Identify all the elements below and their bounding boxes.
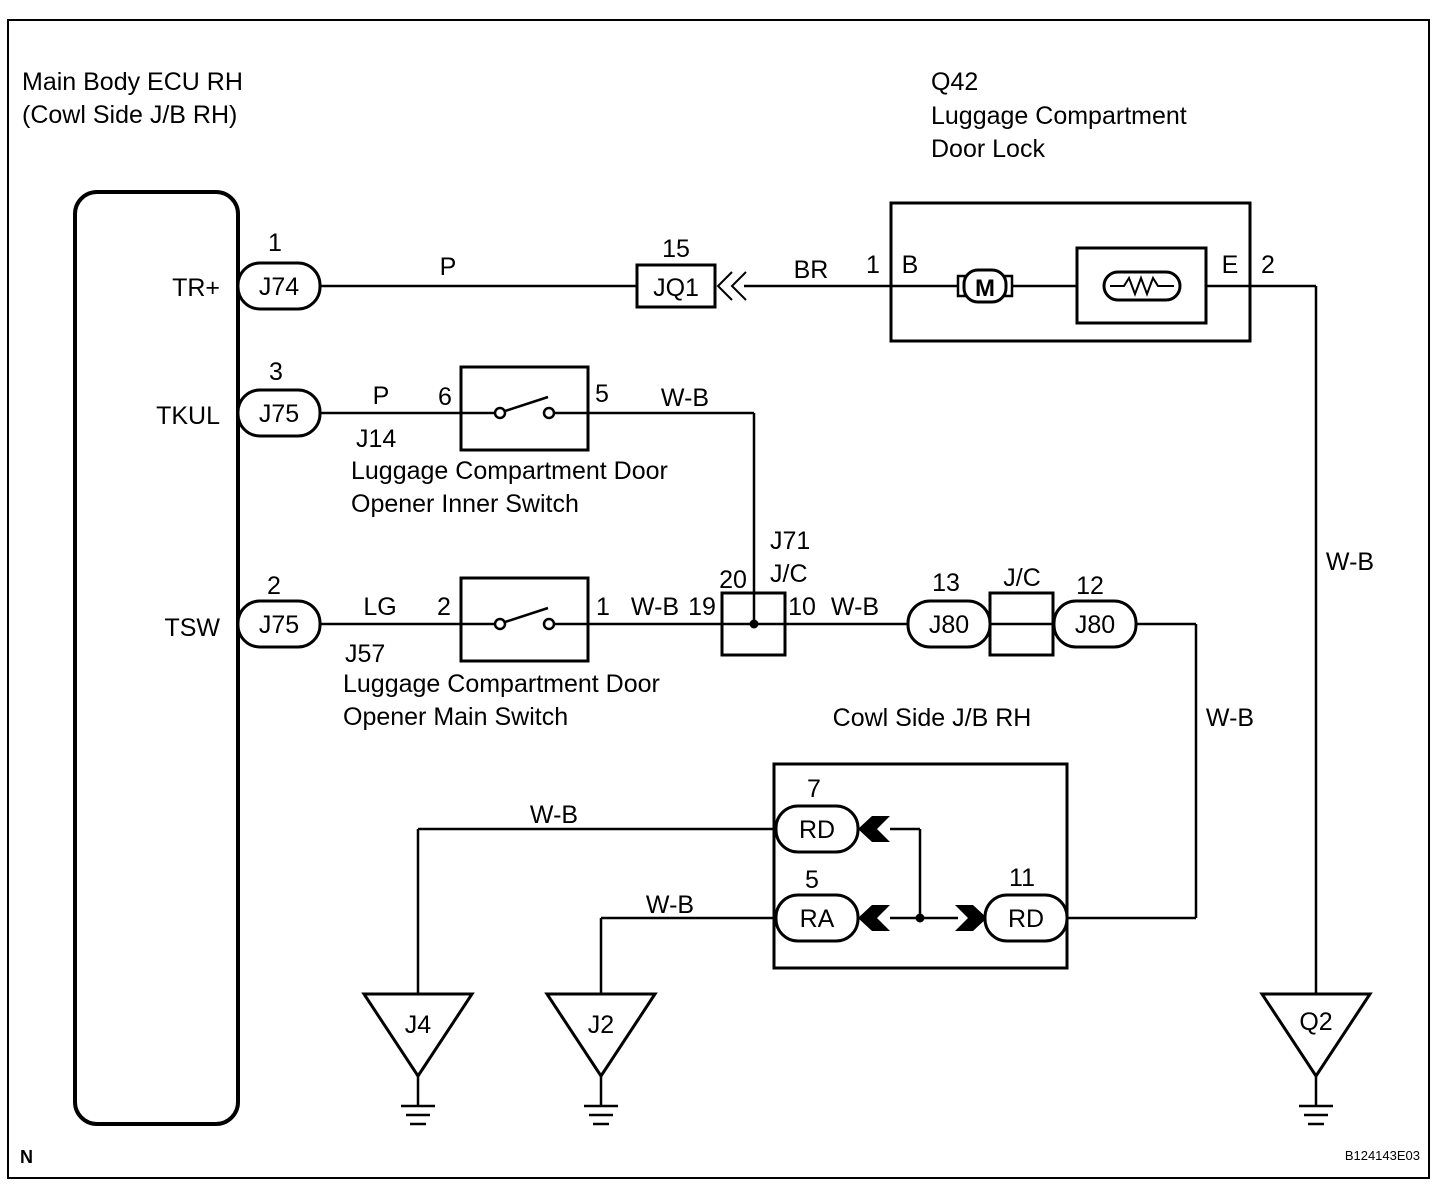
wire-label-wb-main: W-B: [631, 593, 679, 621]
cowl-jb-label: Cowl Side J/B RH: [833, 704, 1032, 732]
main-switch-name-line2: Opener Main Switch: [343, 703, 568, 731]
ground-q2-label: Q2: [1299, 1008, 1332, 1036]
junction-connector-j71: J71 J/C 20 19 10: [688, 527, 816, 657]
figure-code: B124143E03: [1345, 1148, 1420, 1163]
main-switch-name-line1: Luggage Compartment Door: [343, 670, 660, 698]
ecu-body: [73, 190, 240, 1126]
inner-switch-name-line1: Luggage Compartment Door: [351, 457, 668, 485]
ground-j2: J2: [544, 992, 658, 1126]
connector-j75-tkul: J75 3: [236, 358, 322, 438]
jc-j80-label: J/C: [1003, 564, 1041, 592]
connector-j75-tkul-id: J75: [259, 400, 299, 428]
main-switch-pin-left: 2: [437, 593, 451, 621]
ground-j4-label: J4: [405, 1011, 432, 1039]
connector-j80a-id: J80: [929, 611, 969, 639]
inner-switch-pin-right: 5: [595, 380, 609, 408]
inner-switch-pin-left: 6: [438, 383, 452, 411]
jc-j71-label: J/C: [770, 560, 808, 588]
connector-j74-pin: 1: [268, 229, 282, 257]
connector-j74: J74 1: [236, 229, 322, 311]
door-lock-name-line1: Luggage Compartment: [931, 102, 1187, 130]
connector-j74-id: J74: [259, 273, 299, 301]
ground-icon: [1299, 1104, 1333, 1126]
ground-icon: [401, 1104, 435, 1126]
inner-switch-j14: P 6 5 W-B J14 Luggage Compartment Door O…: [351, 365, 709, 518]
inner-switch-code: J14: [356, 425, 396, 453]
door-lock-pin-b-num: 1: [866, 251, 880, 279]
wire-label-wb-j2: W-B: [646, 891, 694, 919]
door-lock-pin-e: E: [1222, 251, 1239, 279]
ecu-title-line1: Main Body ECU RH: [22, 68, 243, 96]
connector-j75-tsw: J75 2: [236, 572, 322, 649]
wire-label-wb-inner: W-B: [661, 384, 709, 412]
ecu-title-line2: (Cowl Side J/B RH): [22, 101, 237, 129]
connector-j75-tsw-id: J75: [259, 611, 299, 639]
connector-rd7-pin: 7: [807, 775, 821, 803]
main-switch-code: J57: [345, 640, 385, 668]
diagram-frame: [7, 19, 1430, 1179]
terminal-tsw: TSW: [164, 614, 220, 642]
motor-label: M: [975, 275, 995, 302]
connector-ra5-id: RA: [800, 905, 835, 933]
connector-jq1-id: JQ1: [653, 274, 699, 302]
inner-switch-name-line2: Opener Inner Switch: [351, 490, 579, 518]
door-lock-pin-e-num: 2: [1261, 251, 1275, 279]
wire-label-lg: LG: [363, 593, 396, 621]
wire-label-wb-j4: W-B: [530, 801, 578, 829]
connector-rd7-id: RD: [799, 816, 835, 844]
main-switch-pin-right: 1: [596, 593, 610, 621]
connector-j80b-id: J80: [1075, 611, 1115, 639]
main-body-ecu: Main Body ECU RH (Cowl Side J/B RH) TR+ …: [22, 68, 243, 1126]
connector-rd11-pin: 11: [1009, 864, 1035, 892]
motor-icon: M: [956, 268, 1014, 304]
thermistor-icon: [1102, 270, 1182, 302]
wire-label-wb-10: W-B: [831, 593, 879, 621]
cowl-side-jb: Cowl Side J/B RH RD 7 RA 5 RD 11: [772, 704, 1069, 970]
connector-jq1: JQ1 15: [635, 235, 747, 309]
ground-q2: Q2: [1259, 992, 1373, 1126]
ground-j4: J4: [361, 992, 475, 1126]
connector-jq1-pin: 15: [662, 235, 690, 263]
wire-label-p2: P: [373, 382, 390, 410]
connector-j80a-pin: 13: [932, 569, 960, 597]
ground-icon: [584, 1104, 618, 1126]
door-lock-code: Q42: [931, 68, 978, 96]
door-lock-q42: Q42 Luggage Compartment Door Lock 1 B E …: [866, 68, 1275, 343]
wire-label-p1: P: [440, 253, 457, 281]
terminal-tkul: TKUL: [156, 402, 220, 430]
junction-connector-j80: J80 13 J/C J80 12: [906, 564, 1138, 657]
jc-j71-pin-top: 20: [719, 566, 747, 594]
jc-j71-pin-left: 19: [688, 593, 716, 621]
connector-rd11-id: RD: [1008, 905, 1044, 933]
terminal-trplus: TR+: [172, 274, 220, 302]
main-switch-j57: LG 2 1 W-B J57 Luggage Compartment Door …: [343, 576, 679, 731]
door-lock-pin-b: B: [902, 251, 919, 279]
wire-label-wb-q2: W-B: [1326, 548, 1374, 576]
jc-j71-pin-right: 10: [788, 593, 816, 621]
connector-j75-tkul-pin: 3: [269, 358, 283, 386]
jc-j71-code: J71: [770, 527, 810, 555]
wire-label-wb-j80: W-B: [1206, 704, 1254, 732]
connector-j80b-pin: 12: [1076, 572, 1104, 600]
corner-label: N: [20, 1147, 33, 1167]
connector-j75-tsw-pin: 2: [267, 572, 281, 600]
wire-label-br: BR: [794, 256, 829, 284]
ground-j2-label: J2: [588, 1011, 614, 1039]
door-lock-name-line2: Door Lock: [931, 135, 1045, 163]
connector-ra5-pin: 5: [805, 866, 819, 894]
